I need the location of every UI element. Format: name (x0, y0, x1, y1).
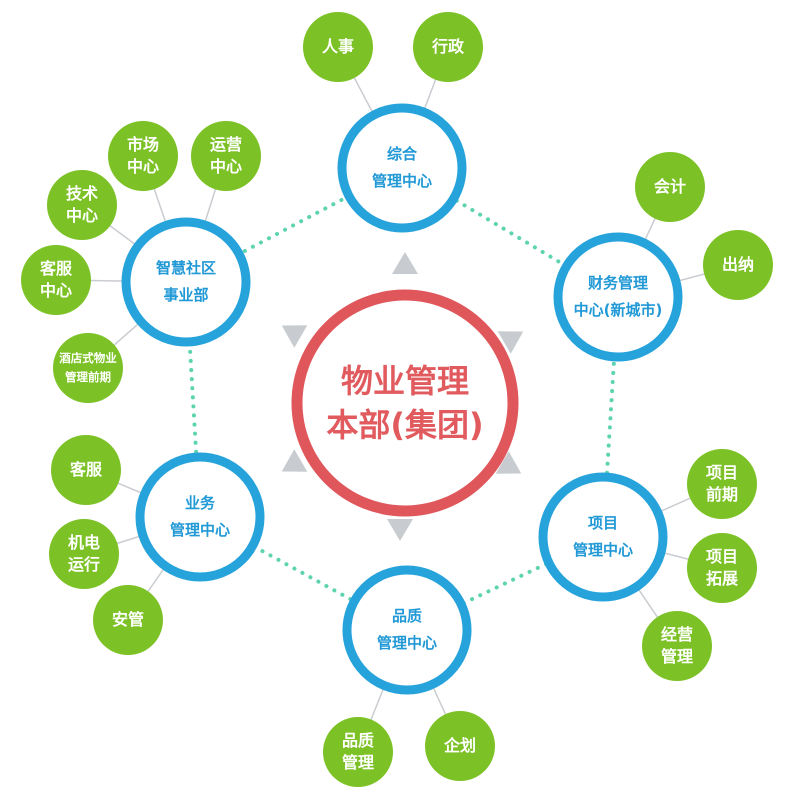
sub-node-pinzhi-1 (425, 711, 495, 781)
sub-node-zhihui-3 (21, 245, 91, 315)
sub-node-zonghe-0 (303, 12, 373, 82)
sub-node-xiangmu-0 (687, 449, 757, 519)
sub-node-xiangmu-1 (687, 533, 757, 603)
sub-node-caiwu-1 (703, 230, 773, 300)
sub-node-xiangmu-2 (642, 611, 712, 681)
department-node-caiwu (553, 232, 683, 362)
sub-node-zhihui-4 (53, 333, 123, 403)
arrow-triangle-icon (497, 331, 524, 354)
sub-node-zonghe-1 (413, 12, 483, 82)
sub-node-pinzhi-0 (323, 717, 393, 787)
sub-node-yewu-0 (51, 435, 121, 505)
department-node-xiangmu (538, 472, 668, 602)
department-node-zhihui (121, 217, 251, 347)
sub-node-zhihui-1 (191, 121, 261, 191)
arrow-triangle-icon (392, 252, 418, 274)
sub-node-caiwu-0 (635, 152, 705, 222)
arrow-triangle-icon (281, 449, 308, 472)
arrow-triangle-icon (387, 519, 413, 541)
arrow-triangle-icon (495, 451, 522, 474)
arrow-triangle-icon (281, 325, 308, 348)
sub-node-zhihui-2 (47, 170, 117, 240)
department-node-yewu (135, 452, 265, 582)
center-node-ring (291, 289, 519, 517)
sub-node-yewu-1 (49, 519, 119, 589)
sub-node-yewu-2 (93, 585, 163, 655)
department-node-zonghe (337, 103, 467, 233)
sub-node-zhihui-0 (108, 121, 178, 191)
department-node-pinzhi (342, 565, 472, 695)
